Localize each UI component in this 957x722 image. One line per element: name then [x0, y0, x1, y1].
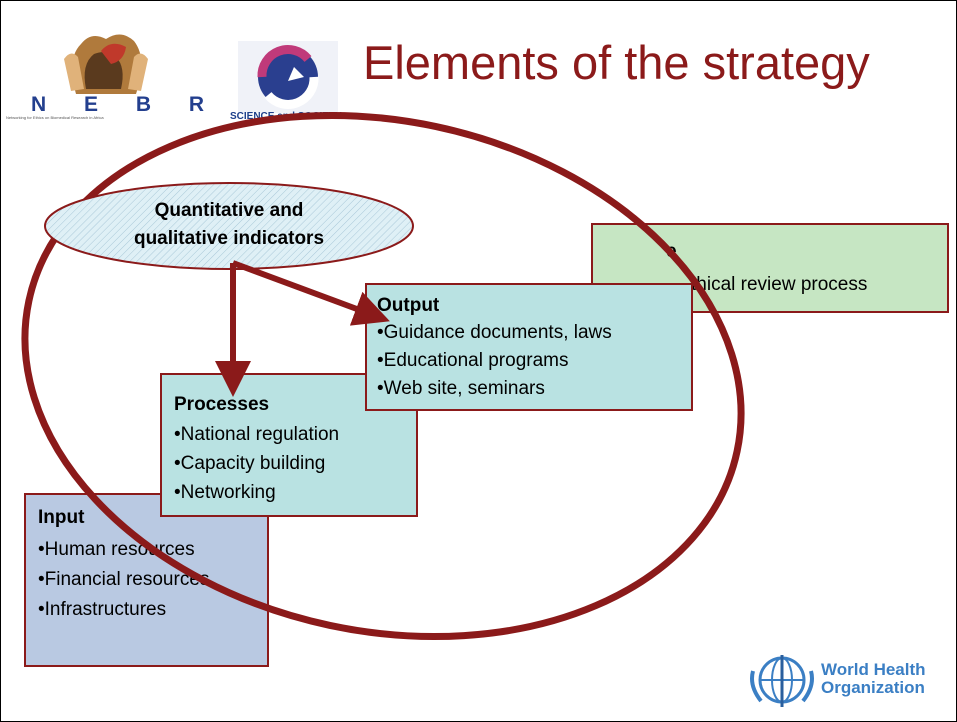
nebra-subtitle: Networking for Ethics on Biomedical Rese…: [6, 115, 104, 120]
list-item: Capacity building: [174, 449, 416, 478]
input-box: Input Human resources Financial resource…: [24, 493, 269, 667]
list-item: Educational programs: [377, 347, 691, 375]
list-item: Web site, seminars: [377, 375, 691, 403]
output-box: Output Guidance documents, laws Educatio…: [365, 283, 693, 411]
indicators-line-2: qualitative indicators: [133, 228, 325, 249]
list-item: Infrastructures: [38, 595, 267, 625]
indicators-label: Quantitative and qualitative indicators: [91, 197, 367, 253]
indicators-line-1: Quantitative and: [154, 200, 304, 221]
indicators-ellipse: [44, 182, 414, 270]
processes-heading: Processes: [174, 394, 270, 415]
who-line-2: Organization: [821, 678, 925, 697]
nebra-hands-icon: [64, 34, 148, 94]
list-item: Networking: [174, 478, 416, 507]
input-list: Human resources Financial resources Infr…: [38, 535, 267, 625]
input-heading: Input: [38, 507, 85, 528]
outcome-text: thical review process: [691, 274, 868, 295]
nebra-wordmark: N E B R A: [31, 93, 273, 116]
list-item: Guidance documents, laws: [377, 319, 691, 347]
output-heading: Output: [377, 295, 440, 316]
who-line-1: World Health: [821, 660, 926, 679]
slide-title: Elements of the strategy: [363, 36, 870, 89]
arrow-to-output: [231, 260, 390, 326]
list-item: Financial resources: [38, 565, 267, 595]
list-item: National regulation: [174, 420, 416, 449]
scope-ellipse: [21, 111, 745, 641]
outcome-box: e thical review process: [591, 223, 949, 313]
who-wordmark: World Health Organization: [821, 661, 926, 697]
output-list: Guidance documents, laws Educational pro…: [377, 319, 691, 403]
who-emblem-icon: [750, 655, 814, 707]
science-society-icon: [238, 41, 338, 113]
processes-list: National regulation Capacity building Ne…: [174, 420, 416, 507]
